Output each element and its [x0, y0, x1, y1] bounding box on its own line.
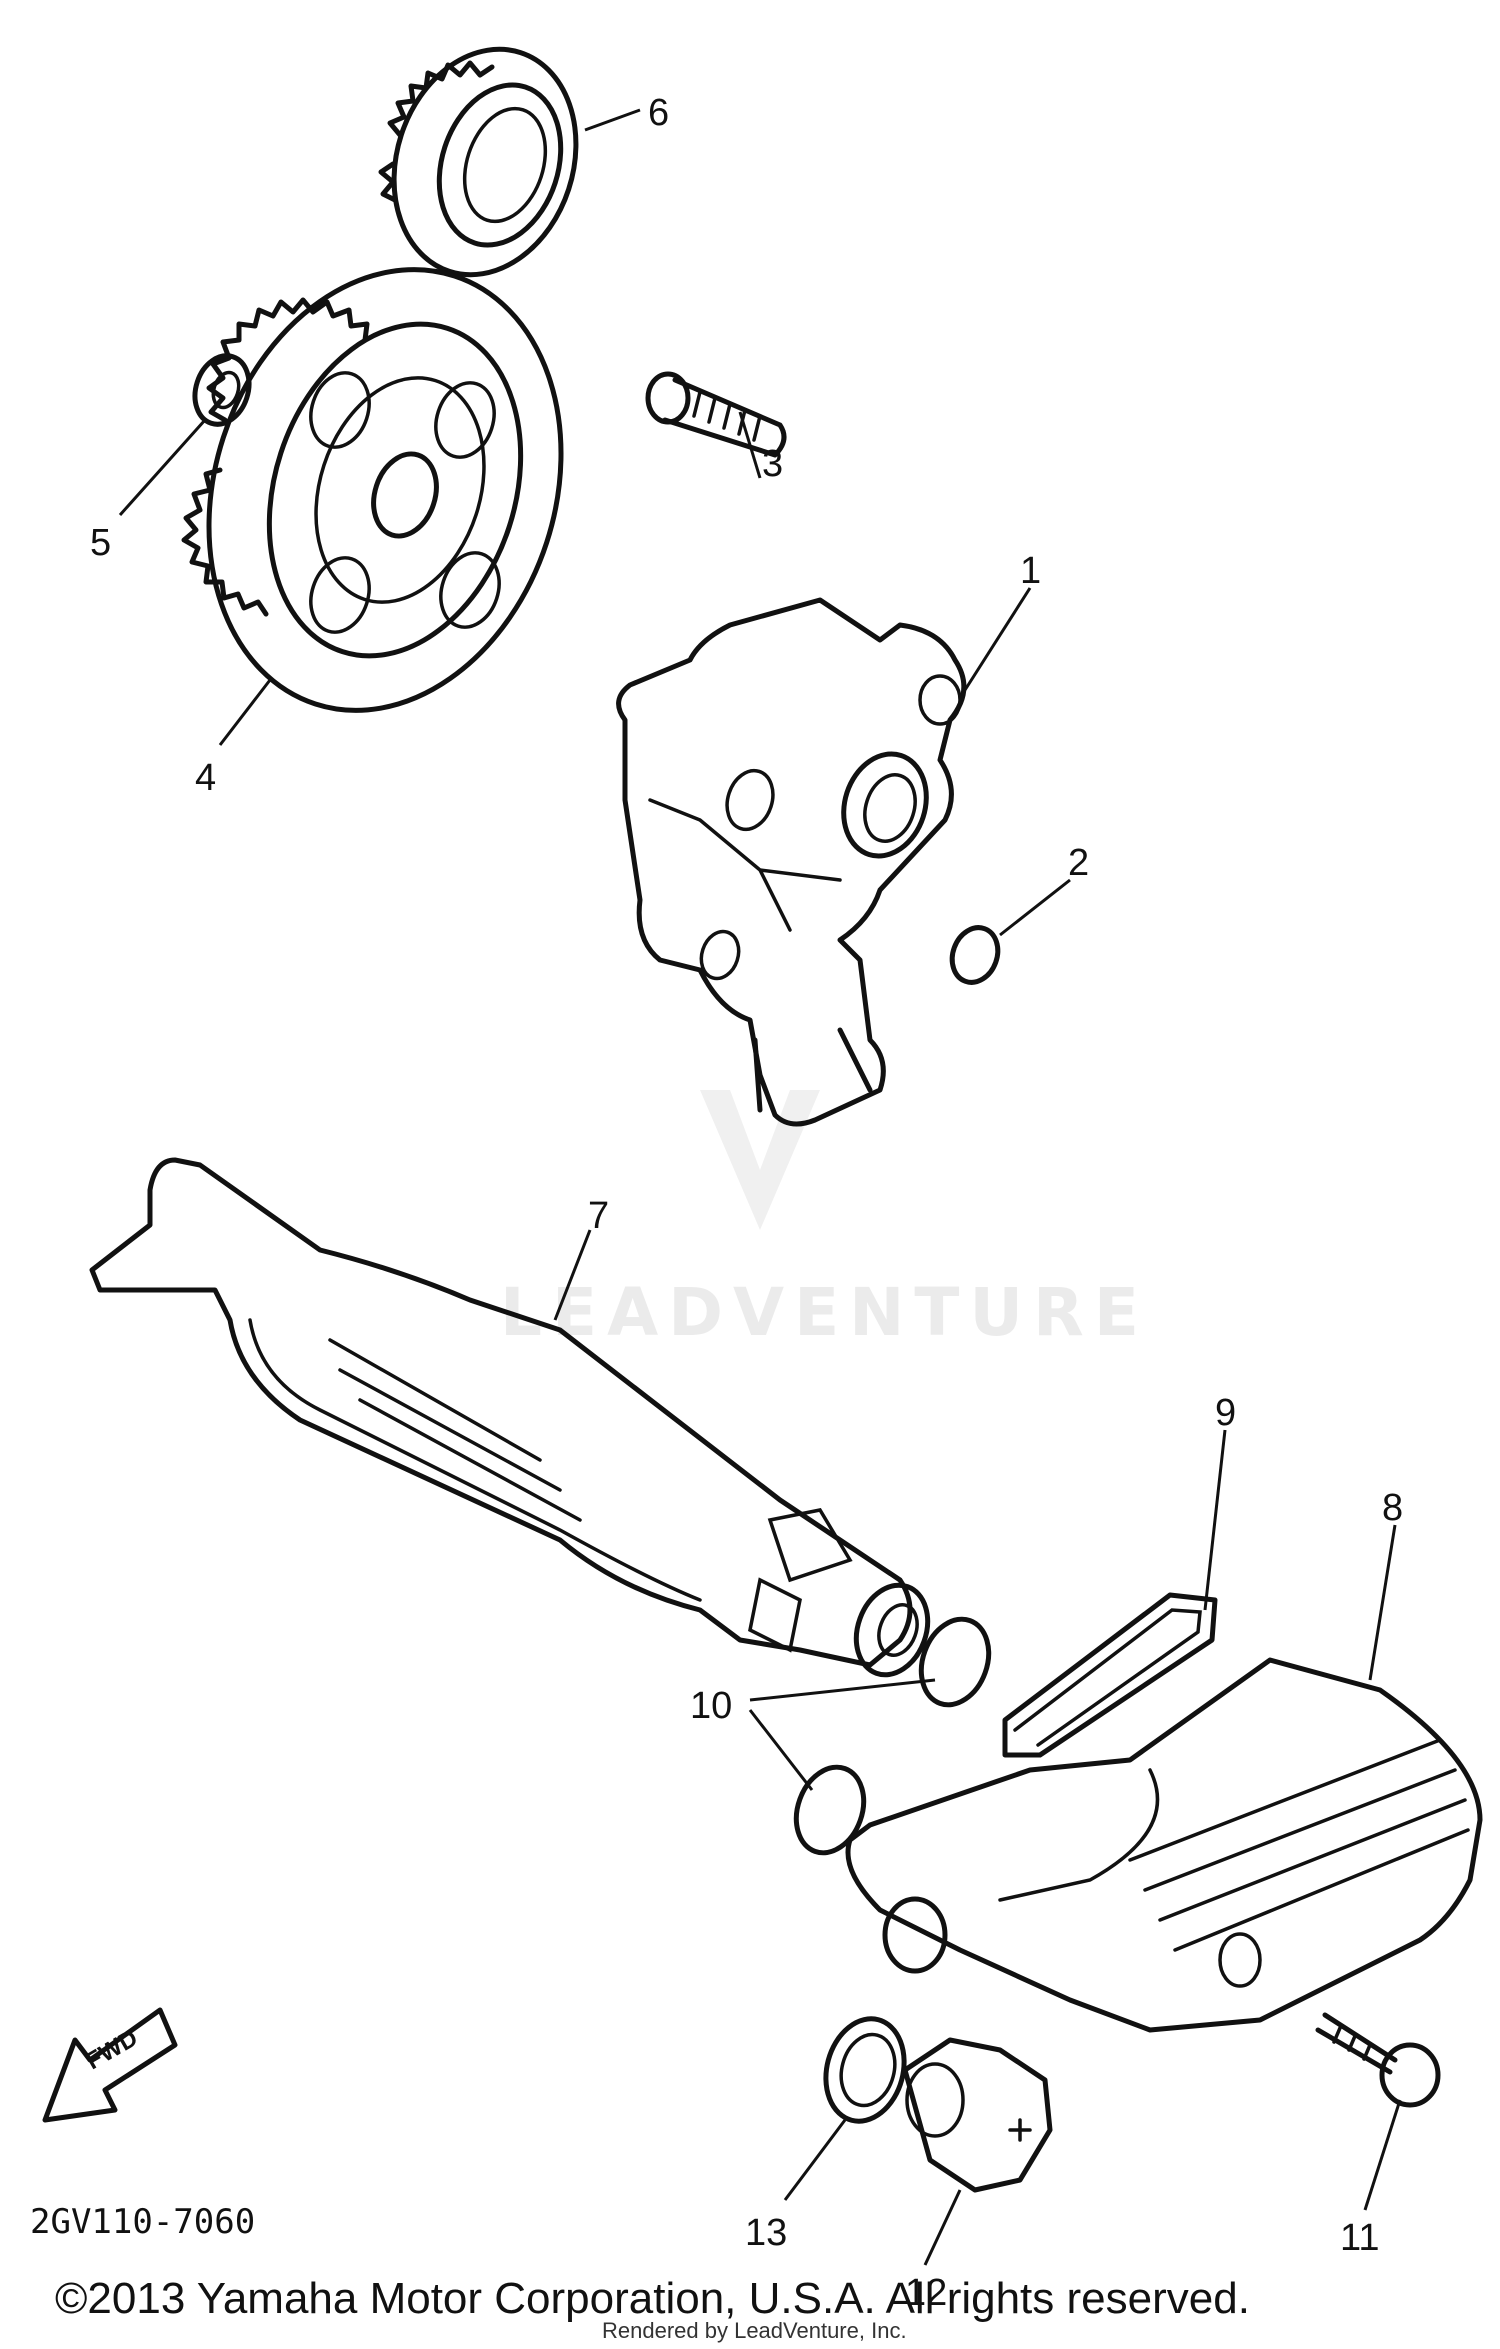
callout-12: 12 — [905, 2272, 947, 2314]
rendered-by-notice: Rendered by LeadVenture, Inc. — [602, 2318, 907, 2343]
callout-1: 1 — [1020, 550, 1041, 592]
callout-5: 5 — [90, 522, 111, 564]
callout-6: 6 — [648, 92, 669, 134]
part-1-oil-pump[interactable] — [616, 597, 967, 1127]
fwd-label: FWD — [82, 2024, 143, 2075]
part-7-oil-strainer[interactable] — [89, 1157, 940, 1685]
leader-lines — [118, 108, 1402, 2266]
part-3-bolt[interactable] — [645, 371, 787, 458]
part-4-large-gear[interactable] — [154, 223, 616, 756]
part-12-drain-plug[interactable] — [902, 2037, 1053, 2193]
fwd-arrow: FWD — [42, 2007, 178, 2123]
part-5-clip[interactable] — [186, 349, 257, 432]
callout-3: 3 — [762, 443, 783, 485]
part-11-bolt[interactable] — [1315, 2012, 1441, 2108]
callout-7: 7 — [588, 1195, 609, 1237]
part-9-gasket[interactable] — [1002, 1592, 1218, 1758]
callout-4: 4 — [195, 757, 216, 799]
copyright-notice: ©2013 Yamaha Motor Corporation, U.S.A. A… — [55, 2274, 1250, 2323]
part-2-o-ring[interactable] — [945, 921, 1005, 989]
drawing-code: 2GV110-7060 — [30, 2202, 255, 2242]
watermark-text: LEADVENTURE — [500, 1274, 1149, 1351]
part-13-washer[interactable] — [815, 2010, 915, 2130]
callout-9: 9 — [1215, 1392, 1236, 1434]
part-10-o-rings[interactable] — [785, 1610, 1000, 1863]
part-8-cover[interactable] — [845, 1657, 1483, 2033]
callout-8: 8 — [1382, 1487, 1403, 1529]
callout-10: 10 — [690, 1685, 732, 1727]
callout-2: 2 — [1068, 842, 1089, 884]
part-6-gear[interactable] — [366, 25, 604, 298]
callout-11: 11 — [1340, 2217, 1379, 2259]
callout-labels: 1 2 3 4 5 6 7 8 9 10 11 12 13 — [90, 92, 1403, 2314]
callout-13: 13 — [745, 2212, 787, 2254]
